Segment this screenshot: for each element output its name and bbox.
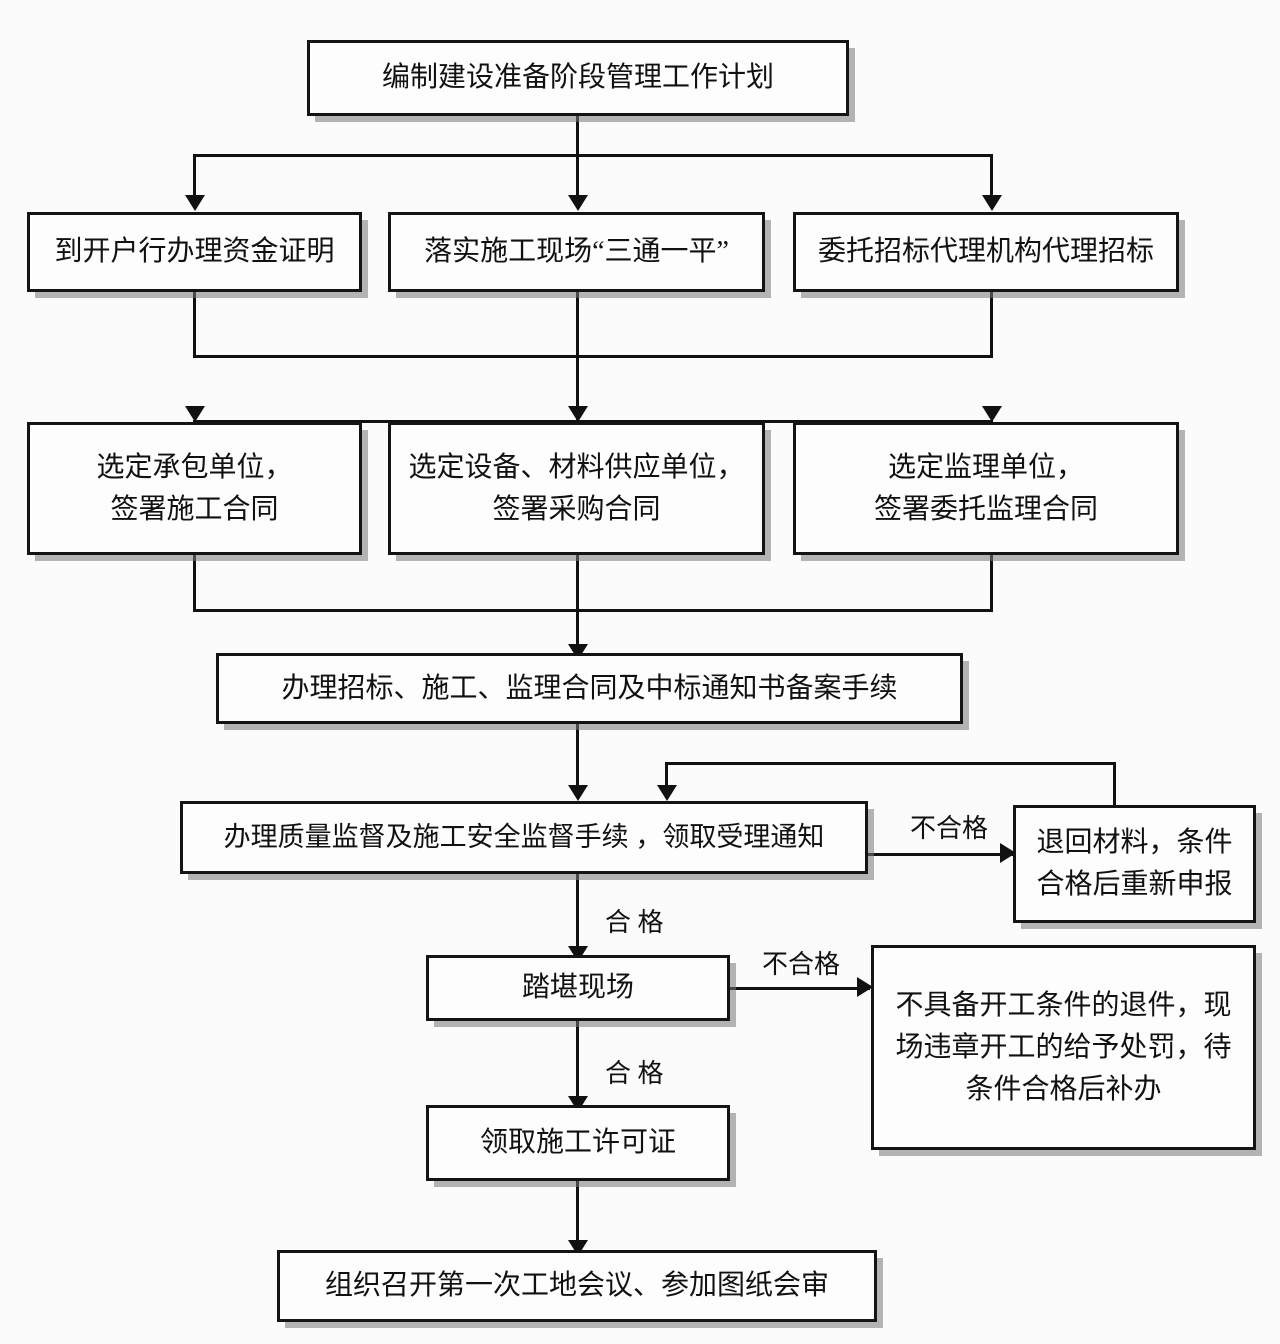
- node-line: 签署委托监理合同: [873, 493, 1098, 525]
- arrow-to-n4: [982, 195, 1002, 211]
- node-line: 选定设备、材料供应单位，: [408, 451, 745, 483]
- node-bidding-agency[interactable]: 委托招标代理机构代理招标: [793, 212, 1179, 292]
- connector-n13-down: [576, 1181, 579, 1243]
- node-line: 领取施工许可证: [479, 1127, 676, 1158]
- connector-n9-to-n10: [868, 853, 1014, 856]
- connector-n3-down: [576, 292, 579, 358]
- node-line: 办理招标、施工、监理合同及中标通知书备案手续: [281, 672, 898, 704]
- node-line: 签署施工合同: [110, 493, 279, 525]
- arrow-feedback-to-n9: [657, 785, 677, 801]
- node-line: 不具备开工条件的退件，现: [895, 989, 1232, 1021]
- connector-feedback-down: [665, 762, 668, 787]
- node-site-survey[interactable]: 踏堪现场: [426, 955, 730, 1021]
- node-line: 退回材料，条件: [1036, 827, 1233, 858]
- connector-n11-to-n12: [730, 987, 870, 990]
- connector-n11-down: [576, 1021, 579, 1099]
- connector-n7-down: [990, 555, 993, 612]
- connector-n6-down: [576, 555, 579, 612]
- node-bank-fund-certificate[interactable]: 到开户行办理资金证明: [27, 212, 362, 292]
- node-line: 签署采购合同: [492, 493, 661, 525]
- node-first-site-meeting[interactable]: 组织召开第一次工地会议、参加图纸会审: [277, 1250, 877, 1322]
- node-line: 到开户行办理资金证明: [54, 236, 335, 267]
- connector-n9-down: [576, 874, 579, 949]
- node-line: 落实施工现场“三通一平”: [424, 236, 729, 267]
- arrow-to-n7: [982, 406, 1002, 422]
- node-select-supervisor[interactable]: 选定监理单位， 签署委托监理合同: [793, 422, 1179, 555]
- arrow-to-n10: [1000, 843, 1016, 863]
- connector-merge-bus-row3: [193, 609, 993, 612]
- connector-merge-bus-row2: [193, 355, 993, 358]
- edge-label-pass-2: 合 格: [605, 1059, 664, 1088]
- connector-n10-up: [1113, 762, 1116, 808]
- node-reject-no-start-conditions[interactable]: 不具备开工条件的退件，现 场违章开工的给予处罚，待 条件合格后补办: [871, 945, 1256, 1150]
- edge-label-pass-1: 合 格: [605, 908, 664, 937]
- node-select-contractor[interactable]: 选定承包单位， 签署施工合同: [27, 422, 362, 555]
- connector-bus-to-n3: [576, 154, 579, 197]
- arrow-to-n3: [568, 195, 588, 211]
- node-line: 条件合格后补办: [965, 1073, 1162, 1105]
- connector-bus-row2: [193, 154, 993, 157]
- node-obtain-construction-permit[interactable]: 领取施工许可证: [426, 1105, 730, 1181]
- arrow-to-n5: [185, 406, 205, 422]
- connector-feedback-bus: [665, 762, 1116, 765]
- node-line: 办理质量监督及施工安全监督手续 ，领取受理通知: [223, 822, 825, 853]
- connector-n5-down: [193, 555, 196, 612]
- arrow-to-n2: [185, 195, 205, 211]
- connector-n1-down: [576, 116, 579, 156]
- connector-split-bus-row3: [193, 420, 993, 423]
- connector-merge-to-n8: [576, 609, 579, 649]
- node-line: 选定监理单位，: [887, 451, 1084, 483]
- arrow-to-n12: [857, 977, 873, 997]
- edge-label-fail-2: 不合格: [762, 950, 841, 979]
- arrow-to-n9: [568, 785, 588, 801]
- node-line: 编制建设准备阶段管理工作计划: [381, 62, 774, 93]
- edge-label-fail-1: 不合格: [910, 814, 989, 843]
- node-line: 场违章开工的给予处罚，待: [895, 1031, 1232, 1063]
- connector-bus-to-n4: [990, 154, 993, 197]
- connector-bus-to-n2: [193, 154, 196, 197]
- node-site-three-connections[interactable]: 落实施工现场“三通一平”: [388, 212, 765, 292]
- node-line: 合格后重新申报: [1036, 869, 1233, 900]
- node-line: 委托招标代理机构代理招标: [817, 236, 1154, 267]
- connector-merge-to-split: [576, 355, 579, 423]
- arrow-to-n6: [568, 406, 588, 422]
- node-quality-safety-supervision[interactable]: 办理质量监督及施工安全监督手续 ，领取受理通知: [180, 801, 868, 874]
- node-select-supplier[interactable]: 选定设备、材料供应单位， 签署采购合同: [388, 422, 765, 555]
- node-line: 踏堪现场: [521, 972, 634, 1003]
- node-line: 组织召开第一次工地会议、参加图纸会审: [324, 1270, 829, 1301]
- node-return-materials[interactable]: 退回材料，条件 合格后重新申报: [1013, 805, 1256, 923]
- connector-n8-down: [576, 724, 579, 788]
- connector-n2-down: [193, 292, 196, 358]
- node-plan-preparation[interactable]: 编制建设准备阶段管理工作计划: [307, 40, 849, 116]
- node-contract-filing[interactable]: 办理招标、施工、监理合同及中标通知书备案手续: [216, 653, 963, 724]
- node-line: 选定承包单位，: [96, 451, 293, 483]
- connector-n4-down: [990, 292, 993, 358]
